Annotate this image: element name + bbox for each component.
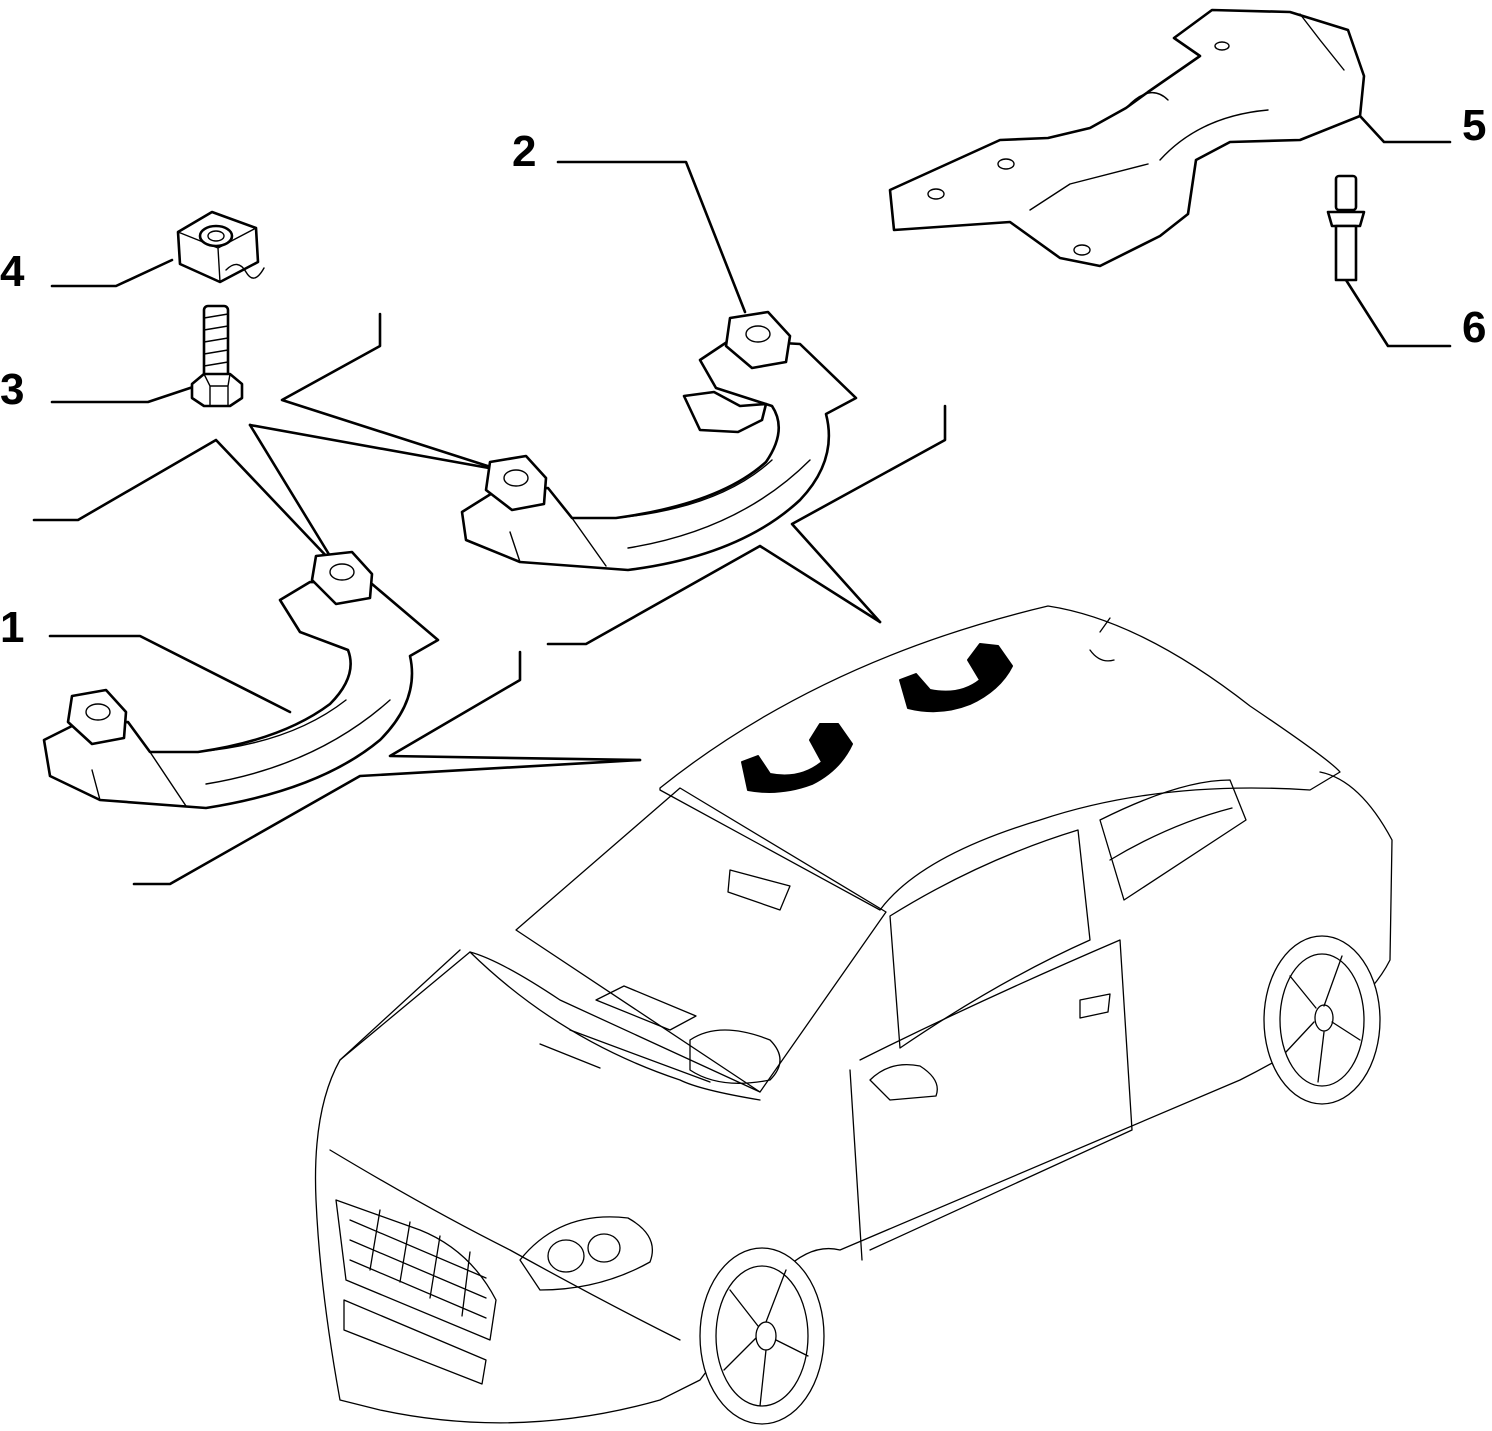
leader-1 — [48, 634, 292, 714]
bracket-handle-1-lower — [132, 758, 642, 886]
bolt-part[interactable] — [190, 304, 244, 408]
callout-4[interactable]: 4 — [0, 247, 25, 296]
leader-4 — [50, 258, 174, 288]
leader-6 — [1344, 278, 1452, 348]
leader-bolt-to-handle-1 — [248, 423, 332, 558]
grab-handle-2-part[interactable] — [460, 310, 858, 572]
callout-2[interactable]: 2 — [512, 127, 536, 176]
car-illustration — [314, 605, 1393, 1425]
leader-bolt-to-handle-2 — [248, 423, 502, 472]
callout-3[interactable]: 3 — [0, 365, 24, 414]
callout-6[interactable]: 6 — [1462, 303, 1486, 352]
roof-handle-front-silhouette — [741, 723, 853, 793]
bracket-left-upper — [32, 438, 332, 562]
bracket-handle-2-right — [790, 404, 947, 624]
bracket-handle-1-drop — [388, 650, 642, 762]
roof-bracket-part[interactable] — [888, 8, 1366, 268]
roof-handle-rear-silhouette — [899, 643, 1013, 713]
callout-5[interactable]: 5 — [1462, 101, 1486, 150]
car-grille — [335, 1199, 497, 1341]
leader-3 — [50, 384, 198, 404]
car-rear-wheel — [1263, 935, 1381, 1105]
grab-handle-1-part[interactable] — [42, 550, 440, 810]
clip-nut-part[interactable] — [176, 210, 265, 284]
leader-2 — [556, 160, 747, 314]
bracket-handle-2-lower — [546, 544, 882, 646]
car-front-wheel — [699, 1247, 825, 1425]
rivet-part[interactable] — [1326, 174, 1366, 282]
bracket-handle-2-group — [280, 312, 502, 472]
callout-1[interactable]: 1 — [0, 603, 24, 652]
car-headlight — [519, 1216, 654, 1291]
car-roof — [659, 605, 1341, 911]
leader-5 — [1358, 114, 1452, 144]
leader-lines — [32, 114, 1452, 886]
